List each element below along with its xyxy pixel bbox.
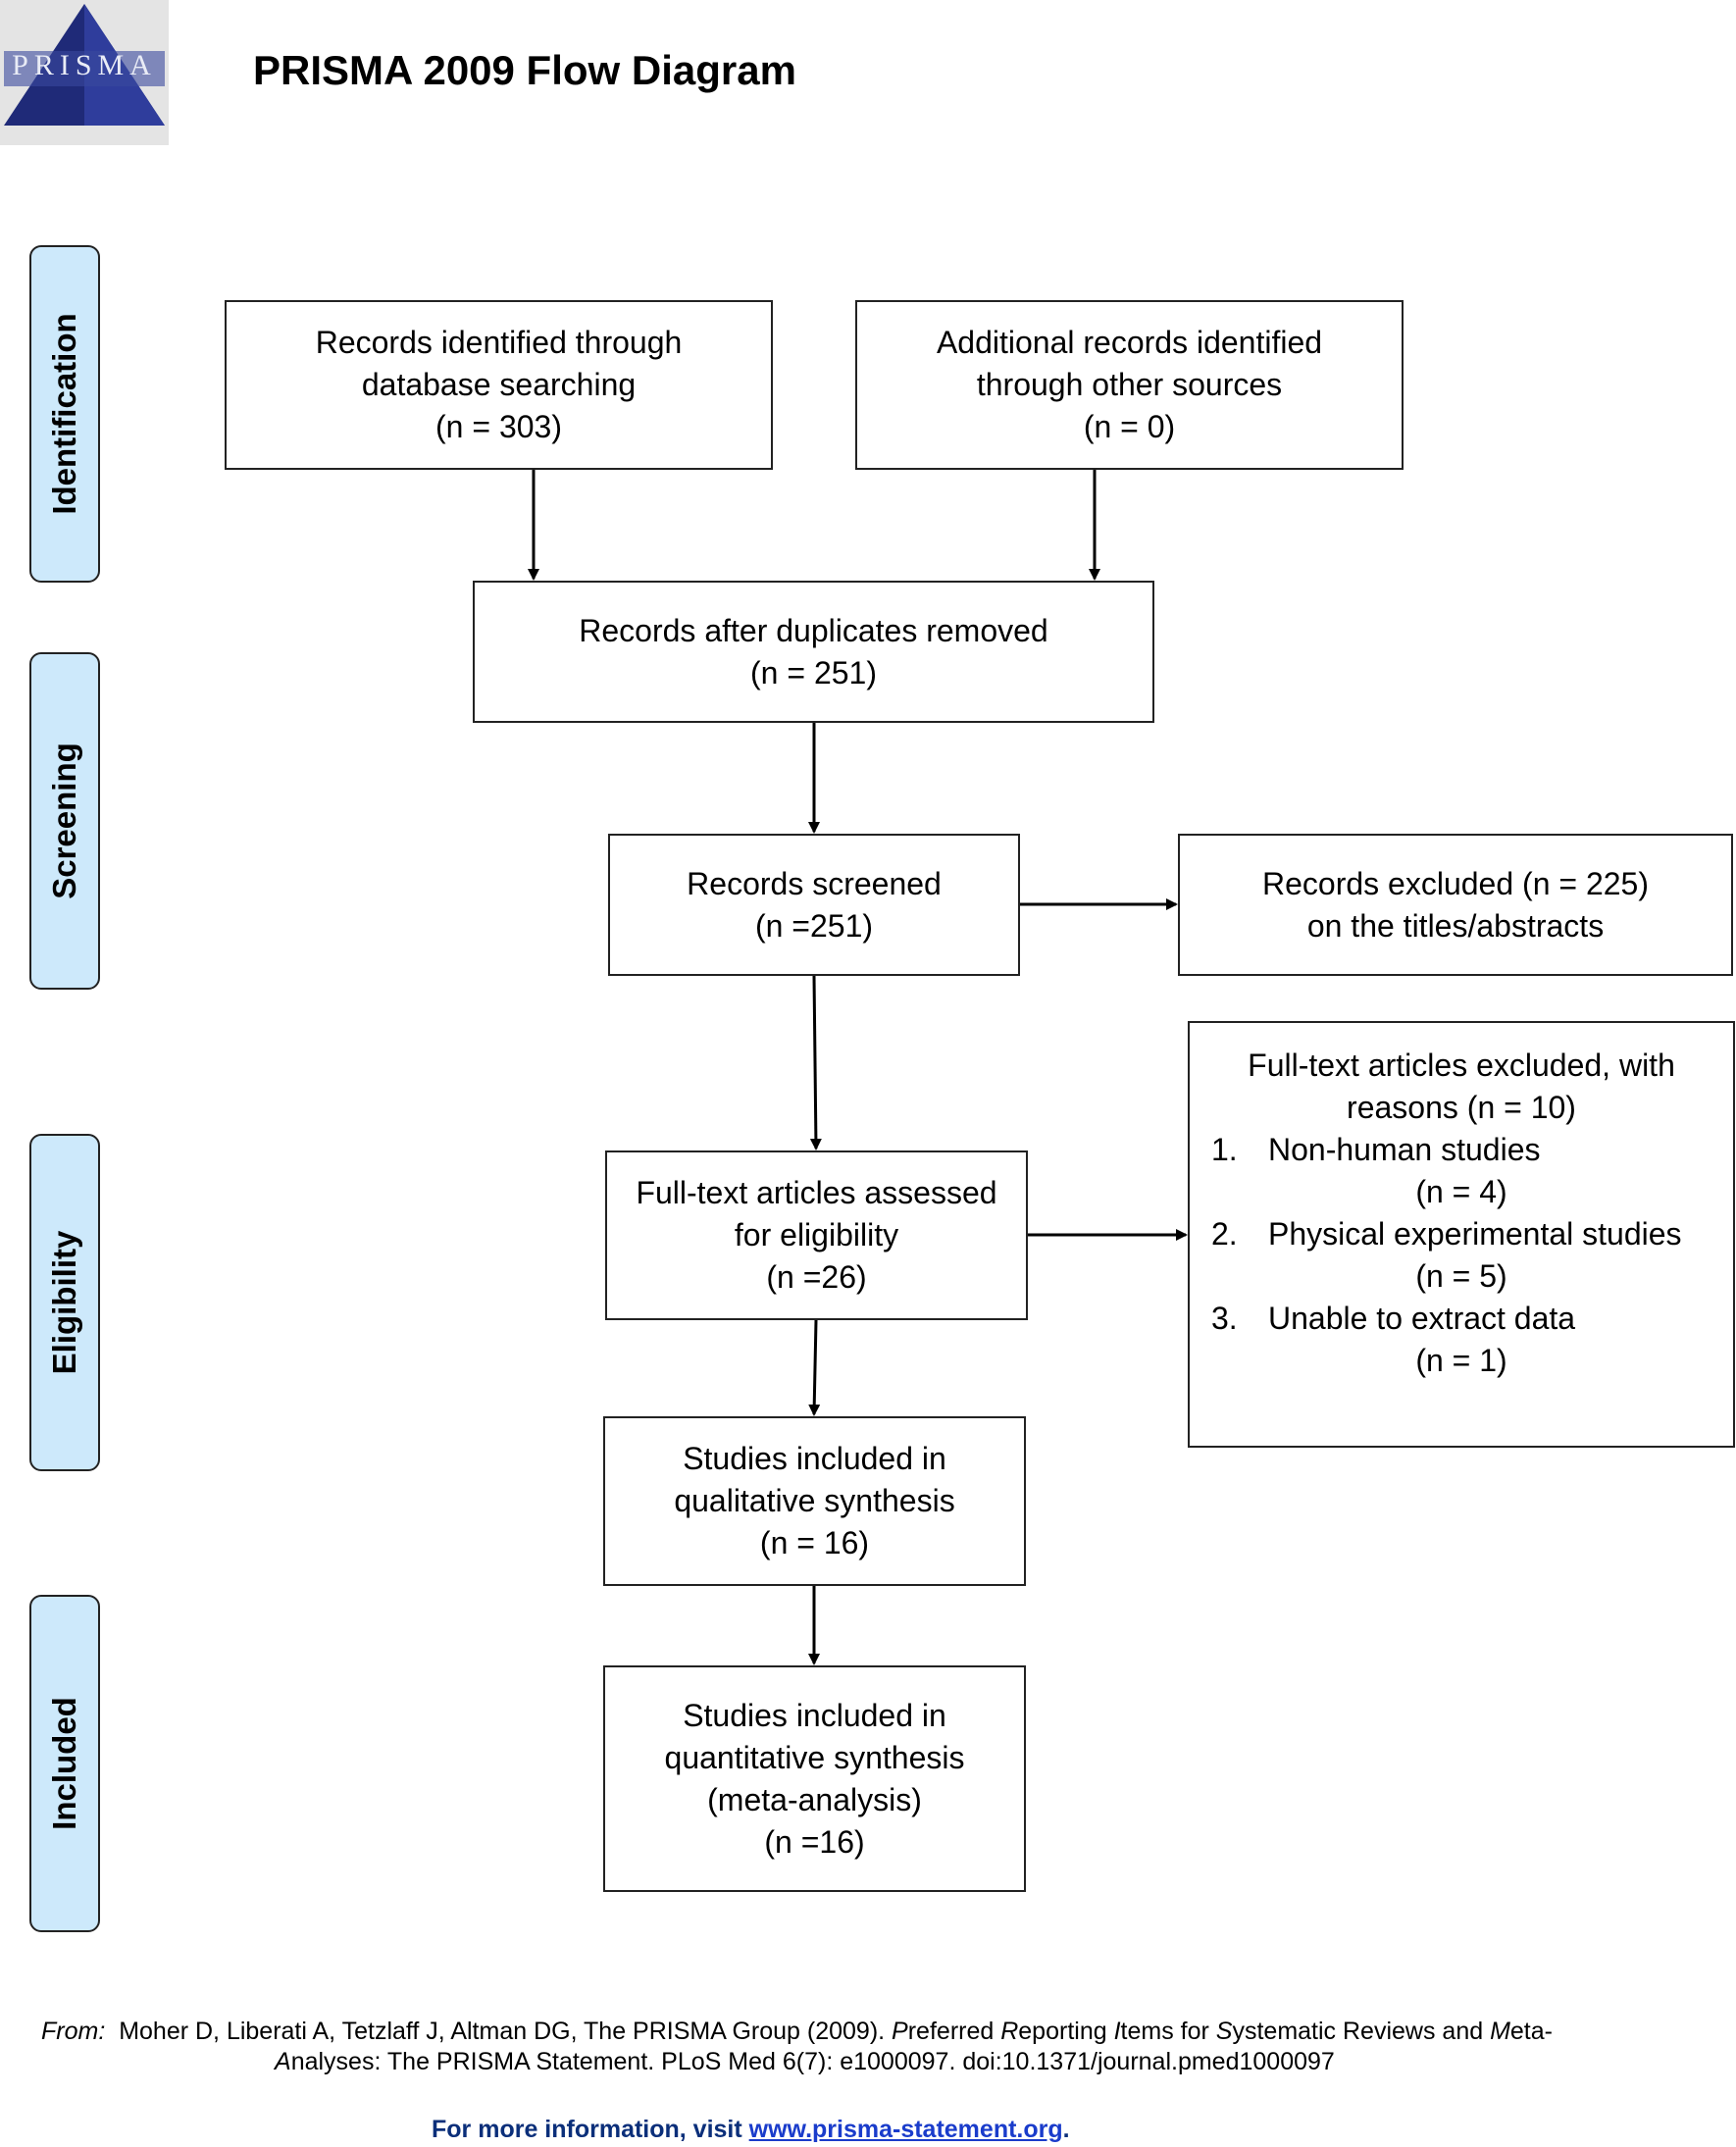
citation-word: ystematic Reviews and — [1232, 2018, 1491, 2045]
box-line: Additional records identified — [936, 325, 1323, 360]
acronym-letter: S — [1215, 2018, 1233, 2045]
box-line: Records identified through — [315, 325, 683, 360]
reason-label: Physical experimental studies — [1268, 1216, 1682, 1252]
reason-label: Non-human studies — [1268, 1132, 1541, 1167]
citation-word: referred — [907, 2018, 1001, 2045]
stage-identification-label: Identification — [46, 313, 82, 515]
citation-authors: Moher D, Liberati A, Tetzlaff J, Altman … — [119, 2018, 893, 2045]
acronym-letter: R — [1000, 2018, 1019, 2045]
more-info-period: . — [1062, 2116, 1070, 2143]
reason-count: (n = 1) — [1415, 1343, 1507, 1378]
box-line: Records after duplicates removed — [579, 612, 1048, 648]
reason-number: 2. — [1211, 1216, 1238, 1252]
box-line: (n = 303) — [435, 409, 562, 444]
qualitative-synthesis-box: Studies included in qualitative synthesi… — [603, 1416, 1026, 1586]
reason-number: 1. — [1211, 1132, 1238, 1167]
box-line: database searching — [361, 367, 637, 402]
box-line: (n = 251) — [750, 654, 877, 690]
reason-count: (n = 4) — [1415, 1174, 1507, 1209]
box-line: Records excluded (n = 225) — [1262, 865, 1649, 901]
box-line: (n = 16) — [759, 1525, 870, 1560]
prisma-website-link[interactable]: www.prisma-statement.org — [748, 2116, 1063, 2143]
records-excluded-box: Records excluded (n = 225) on the titles… — [1178, 834, 1733, 976]
records-screened-box: Records screened (n =251) — [608, 834, 1020, 976]
citation-word: eta- — [1509, 2018, 1553, 2045]
more-info-line: For more information, visit www.prisma-s… — [432, 2116, 1070, 2144]
citation-word: tems for — [1120, 2018, 1216, 2045]
stage-included: Included — [29, 1595, 100, 1932]
records-other-sources-box: Additional records identified through ot… — [855, 300, 1404, 470]
stage-screening: Screening — [29, 652, 100, 990]
diagram-title: PRISMA 2009 Flow Diagram — [253, 47, 796, 93]
acronym-letter: I — [1113, 2018, 1121, 2045]
stage-eligibility-label: Eligibility — [46, 1230, 82, 1375]
box-line: Studies included in — [683, 1697, 946, 1733]
logo-triangle-graphic — [0, 0, 169, 145]
exclusion-reason: 3. Unable to extract data — [1190, 1298, 1733, 1340]
box-line: qualitative synthesis — [674, 1483, 955, 1518]
box-line: on the titles/abstracts — [1306, 907, 1605, 944]
box-line: (n = 0) — [1083, 409, 1176, 444]
box-line: (meta-analysis) — [707, 1781, 922, 1817]
acronym-letter: A — [275, 2048, 291, 2075]
more-info-text: For more information, visit — [432, 2116, 749, 2143]
reason-count: (n = 5) — [1415, 1258, 1507, 1294]
citation-word: eporting — [1018, 2018, 1114, 2045]
arrow-fulltext-to-qualitative — [808, 1319, 821, 1416]
records-database-box: Records identified through database sear… — [225, 300, 773, 470]
excluded-heading-line: Full-text articles excluded, with — [1248, 1048, 1675, 1083]
logo-text: PRISMA — [12, 49, 157, 81]
box-line: Records screened — [687, 865, 942, 901]
records-after-duplicates-box: Records after duplicates removed (n = 25… — [473, 581, 1154, 723]
box-line: for eligibility — [734, 1217, 899, 1252]
citation-rest: nalyses: The PRISMA Statement. PLoS Med … — [290, 2048, 1335, 2075]
fulltext-assessed-box: Full-text articles assessed for eligibil… — [605, 1150, 1028, 1320]
box-line: Studies included in — [683, 1441, 946, 1476]
stage-identification: Identification — [29, 245, 100, 583]
excluded-heading-line: reasons (n = 10) — [1347, 1090, 1576, 1125]
stage-screening-label: Screening — [46, 742, 82, 899]
citation-line-2: Analyses: The PRISMA Statement. PLoS Med… — [275, 2048, 1335, 2076]
box-line: through other sources — [976, 367, 1283, 402]
citation-from-label: From: — [41, 2018, 106, 2045]
box-line: quantitative synthesis — [664, 1739, 965, 1775]
box-line: Full-text articles assessed — [636, 1175, 997, 1210]
exclusion-reason: 2. Physical experimental studies — [1190, 1213, 1733, 1255]
acronym-letter: P — [892, 2018, 908, 2045]
exclusion-reason: 1. Non-human studies — [1190, 1129, 1733, 1171]
prisma-logo: PRISMA — [0, 0, 169, 145]
reason-number: 3. — [1211, 1301, 1238, 1336]
box-line: (n =16) — [764, 1823, 865, 1860]
arrow-screened-to-fulltext — [809, 975, 822, 1150]
box-line: (n =251) — [754, 907, 874, 944]
box-line: (n =26) — [766, 1259, 867, 1295]
acronym-letter: M — [1490, 2018, 1510, 2045]
reason-label: Unable to extract data — [1268, 1301, 1576, 1336]
fulltext-excluded-box: Full-text articles excluded, with reason… — [1188, 1021, 1735, 1448]
quantitative-synthesis-box: Studies included in quantitative synthes… — [603, 1665, 1026, 1892]
stage-eligibility: Eligibility — [29, 1134, 100, 1471]
citation-line-1: From: Moher D, Liberati A, Tetzlaff J, A… — [41, 2018, 1553, 2046]
stage-included-label: Included — [46, 1697, 82, 1830]
